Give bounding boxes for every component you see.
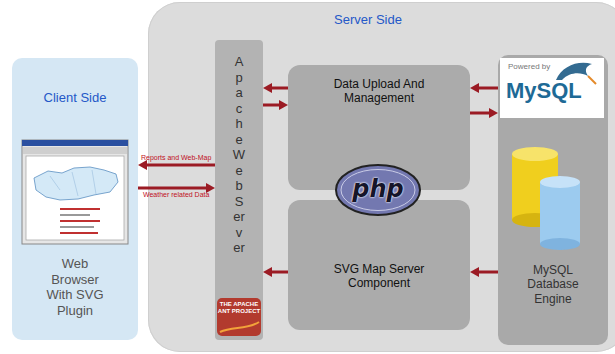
arrow-line xyxy=(478,271,498,274)
arrow-head xyxy=(138,160,147,170)
panel-title: Client Side xyxy=(12,90,138,106)
data-flow-arrow xyxy=(470,108,498,118)
panel-caption: Web Browser With SVG Plugin xyxy=(44,256,106,318)
process-box: Data Upload And Management xyxy=(288,65,470,190)
server-panel: Server SideApache Web ServerTHE APACHE A… xyxy=(148,2,615,352)
box-label: MySQL Database Engine xyxy=(518,263,588,306)
arrow-head xyxy=(263,267,272,277)
database-column: MySQL Database Engine Powered by MySQL xyxy=(498,55,608,345)
database-cylinders xyxy=(512,147,580,250)
data-flow-arrow xyxy=(263,100,288,110)
logo-text: THE APACHE ANT PROJECT xyxy=(217,301,261,314)
panel-title: Server Side xyxy=(318,12,418,28)
arrow-head xyxy=(489,108,498,118)
data-flow-arrow xyxy=(263,83,288,93)
arrow-head xyxy=(470,267,479,277)
arrow-line xyxy=(478,87,498,90)
web-server-column: Apache Web ServerTHE APACHE ANT PROJECT xyxy=(215,40,263,340)
mysql-logo xyxy=(500,58,604,118)
process-box: SVG Map Server Component xyxy=(288,200,470,330)
flow-label: Reports and Web-Map xyxy=(141,154,211,162)
data-flow-arrow xyxy=(263,267,288,277)
box-label: SVG Map Server Component xyxy=(319,262,439,291)
flow-label: Weather related Data xyxy=(143,191,209,199)
vertical-label: Apache Web Server xyxy=(233,54,246,256)
arrow-line xyxy=(263,104,280,107)
browser-screenshot xyxy=(22,140,128,244)
arrow-head xyxy=(470,83,479,93)
logo-text: Powered by xyxy=(508,63,550,72)
arrow-line xyxy=(146,164,215,167)
arrow-line xyxy=(138,187,207,190)
php-logo xyxy=(336,165,420,215)
logo-text: MySQL xyxy=(506,79,582,103)
data-flow-arrow xyxy=(470,83,498,93)
data-flow-arrow xyxy=(470,267,498,277)
arrow-head xyxy=(279,100,288,110)
arrow-line xyxy=(470,112,490,115)
box-label: Data Upload And Management xyxy=(319,77,439,106)
ant-logo xyxy=(217,298,261,336)
client-panel: Client SideWeb Browser With SVG Plugin xyxy=(12,58,138,340)
data-flow-arrow xyxy=(138,160,215,170)
arrow-line xyxy=(271,87,288,90)
arrow-line xyxy=(271,271,288,274)
logo-text: php xyxy=(338,176,418,202)
arrow-head xyxy=(263,83,272,93)
